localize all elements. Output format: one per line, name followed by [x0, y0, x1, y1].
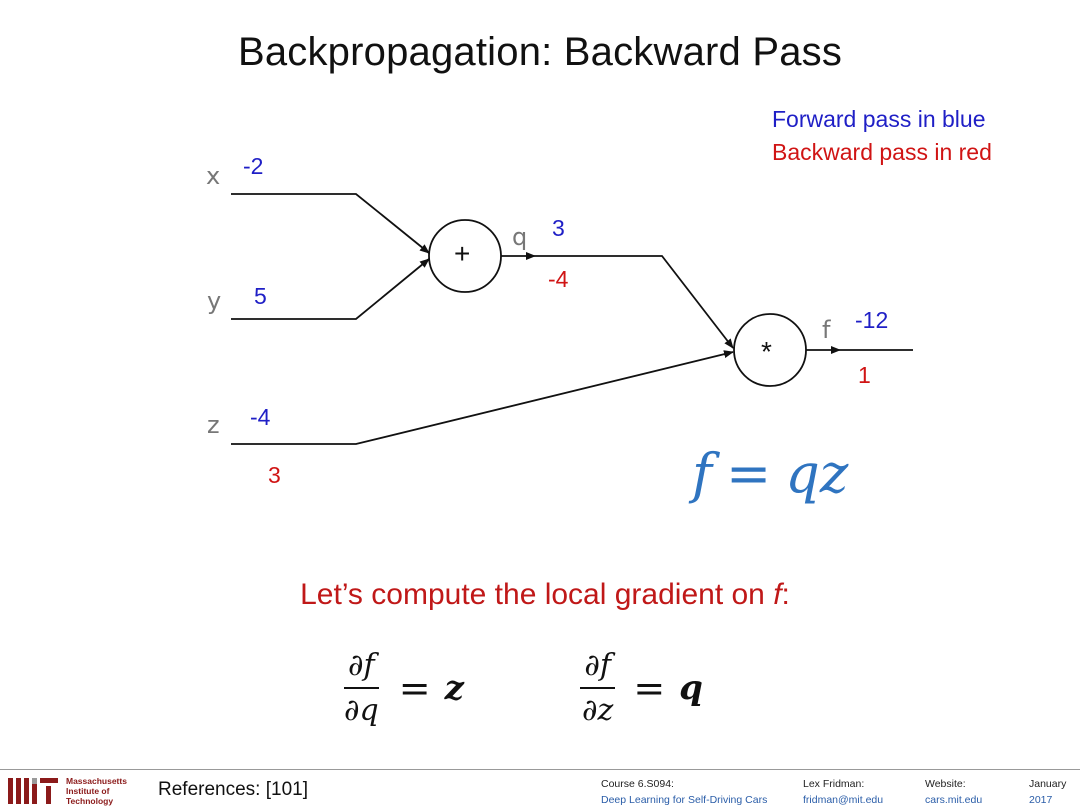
prompt-suffix: :	[781, 578, 790, 611]
y-forward-value: 5	[254, 283, 267, 309]
gradient-df-dq: ∂f ∂q = z	[340, 648, 464, 728]
website-value: cars.mit.edu	[925, 794, 983, 806]
df-dq-denominator: ∂q	[344, 693, 379, 728]
df-dq-value: z	[444, 668, 464, 708]
course-label: Course 6.S094:	[601, 778, 674, 790]
var-y-label: y	[207, 287, 222, 315]
edge-x-to-add	[231, 193, 430, 254]
author-email: fridman@mit.edu	[803, 794, 884, 806]
prompt-text: Let’s compute the local gradient on	[300, 578, 774, 611]
q-backward-value: -4	[548, 266, 569, 292]
var-f-label: f	[822, 316, 831, 344]
date-value: 2017	[1029, 794, 1053, 806]
z-forward-value: -4	[250, 404, 271, 430]
prompt-var: f	[773, 578, 782, 611]
mit-wordmark: Massachusetts Institute of Technology	[66, 776, 127, 806]
formula-rhs: qz	[785, 442, 849, 505]
computational-graph	[231, 193, 913, 445]
author-label: Lex Fridman:	[803, 778, 865, 790]
legend-forward: Forward pass in blue	[772, 106, 986, 132]
df-dz-value: q	[679, 668, 703, 708]
df-dz-numerator: ∂f	[580, 648, 615, 689]
z-backward-value: 3	[268, 462, 281, 488]
q-forward-value: 3	[552, 215, 565, 241]
var-x-label: x	[206, 162, 221, 190]
df-dz-equals: =	[633, 666, 666, 710]
df-dq-numerator: ∂f	[344, 648, 379, 689]
formula-lhs: f	[692, 442, 712, 505]
date-label: January	[1029, 778, 1067, 790]
mit-line-3: Technology	[66, 796, 114, 806]
references: References: [101]	[158, 779, 308, 800]
var-z-label: z	[207, 411, 220, 439]
legend: Forward pass in blue Backward pass in re…	[772, 103, 992, 169]
footer-website: Website: cars.mit.edu	[925, 776, 982, 808]
add-node	[428, 219, 502, 293]
function-formula: f=qz	[692, 442, 848, 505]
add-node-operator: +	[454, 238, 471, 269]
df-dq-equals: =	[398, 666, 431, 710]
edge-q-to-mul	[535, 255, 734, 349]
footer-divider	[0, 769, 1080, 770]
footer-course: Course 6.S094: Deep Learning for Self-Dr…	[601, 776, 767, 808]
mit-logo-icon	[8, 778, 58, 804]
x-forward-value: -2	[243, 153, 264, 179]
website-label: Website:	[925, 778, 966, 790]
gradient-df-dz: ∂f ∂z = q	[578, 648, 703, 728]
gradient-prompt: Let’s compute the local gradient on f:	[0, 578, 1080, 612]
mul-node-operator: *	[761, 336, 772, 367]
edge-z-to-mul	[231, 350, 734, 445]
var-q-label: q	[512, 223, 528, 251]
slide-title: Backpropagation: Backward Pass	[237, 30, 843, 74]
footer-author: Lex Fridman: fridman@mit.edu	[803, 776, 883, 808]
mul-node	[733, 313, 807, 387]
mit-line-2: Institute of	[66, 786, 110, 796]
f-forward-value: -12	[855, 307, 889, 333]
legend-backward: Backward pass in red	[772, 139, 992, 165]
f-backward-value: 1	[858, 362, 871, 388]
footer-date: January 2017	[1029, 776, 1066, 808]
edge-y-to-add	[231, 258, 430, 320]
course-value: Deep Learning for Self-Driving Cars	[601, 794, 768, 806]
formula-equals: =	[726, 442, 772, 505]
df-dz-denominator: ∂z	[582, 693, 614, 728]
mit-line-1: Massachusetts	[66, 776, 127, 786]
